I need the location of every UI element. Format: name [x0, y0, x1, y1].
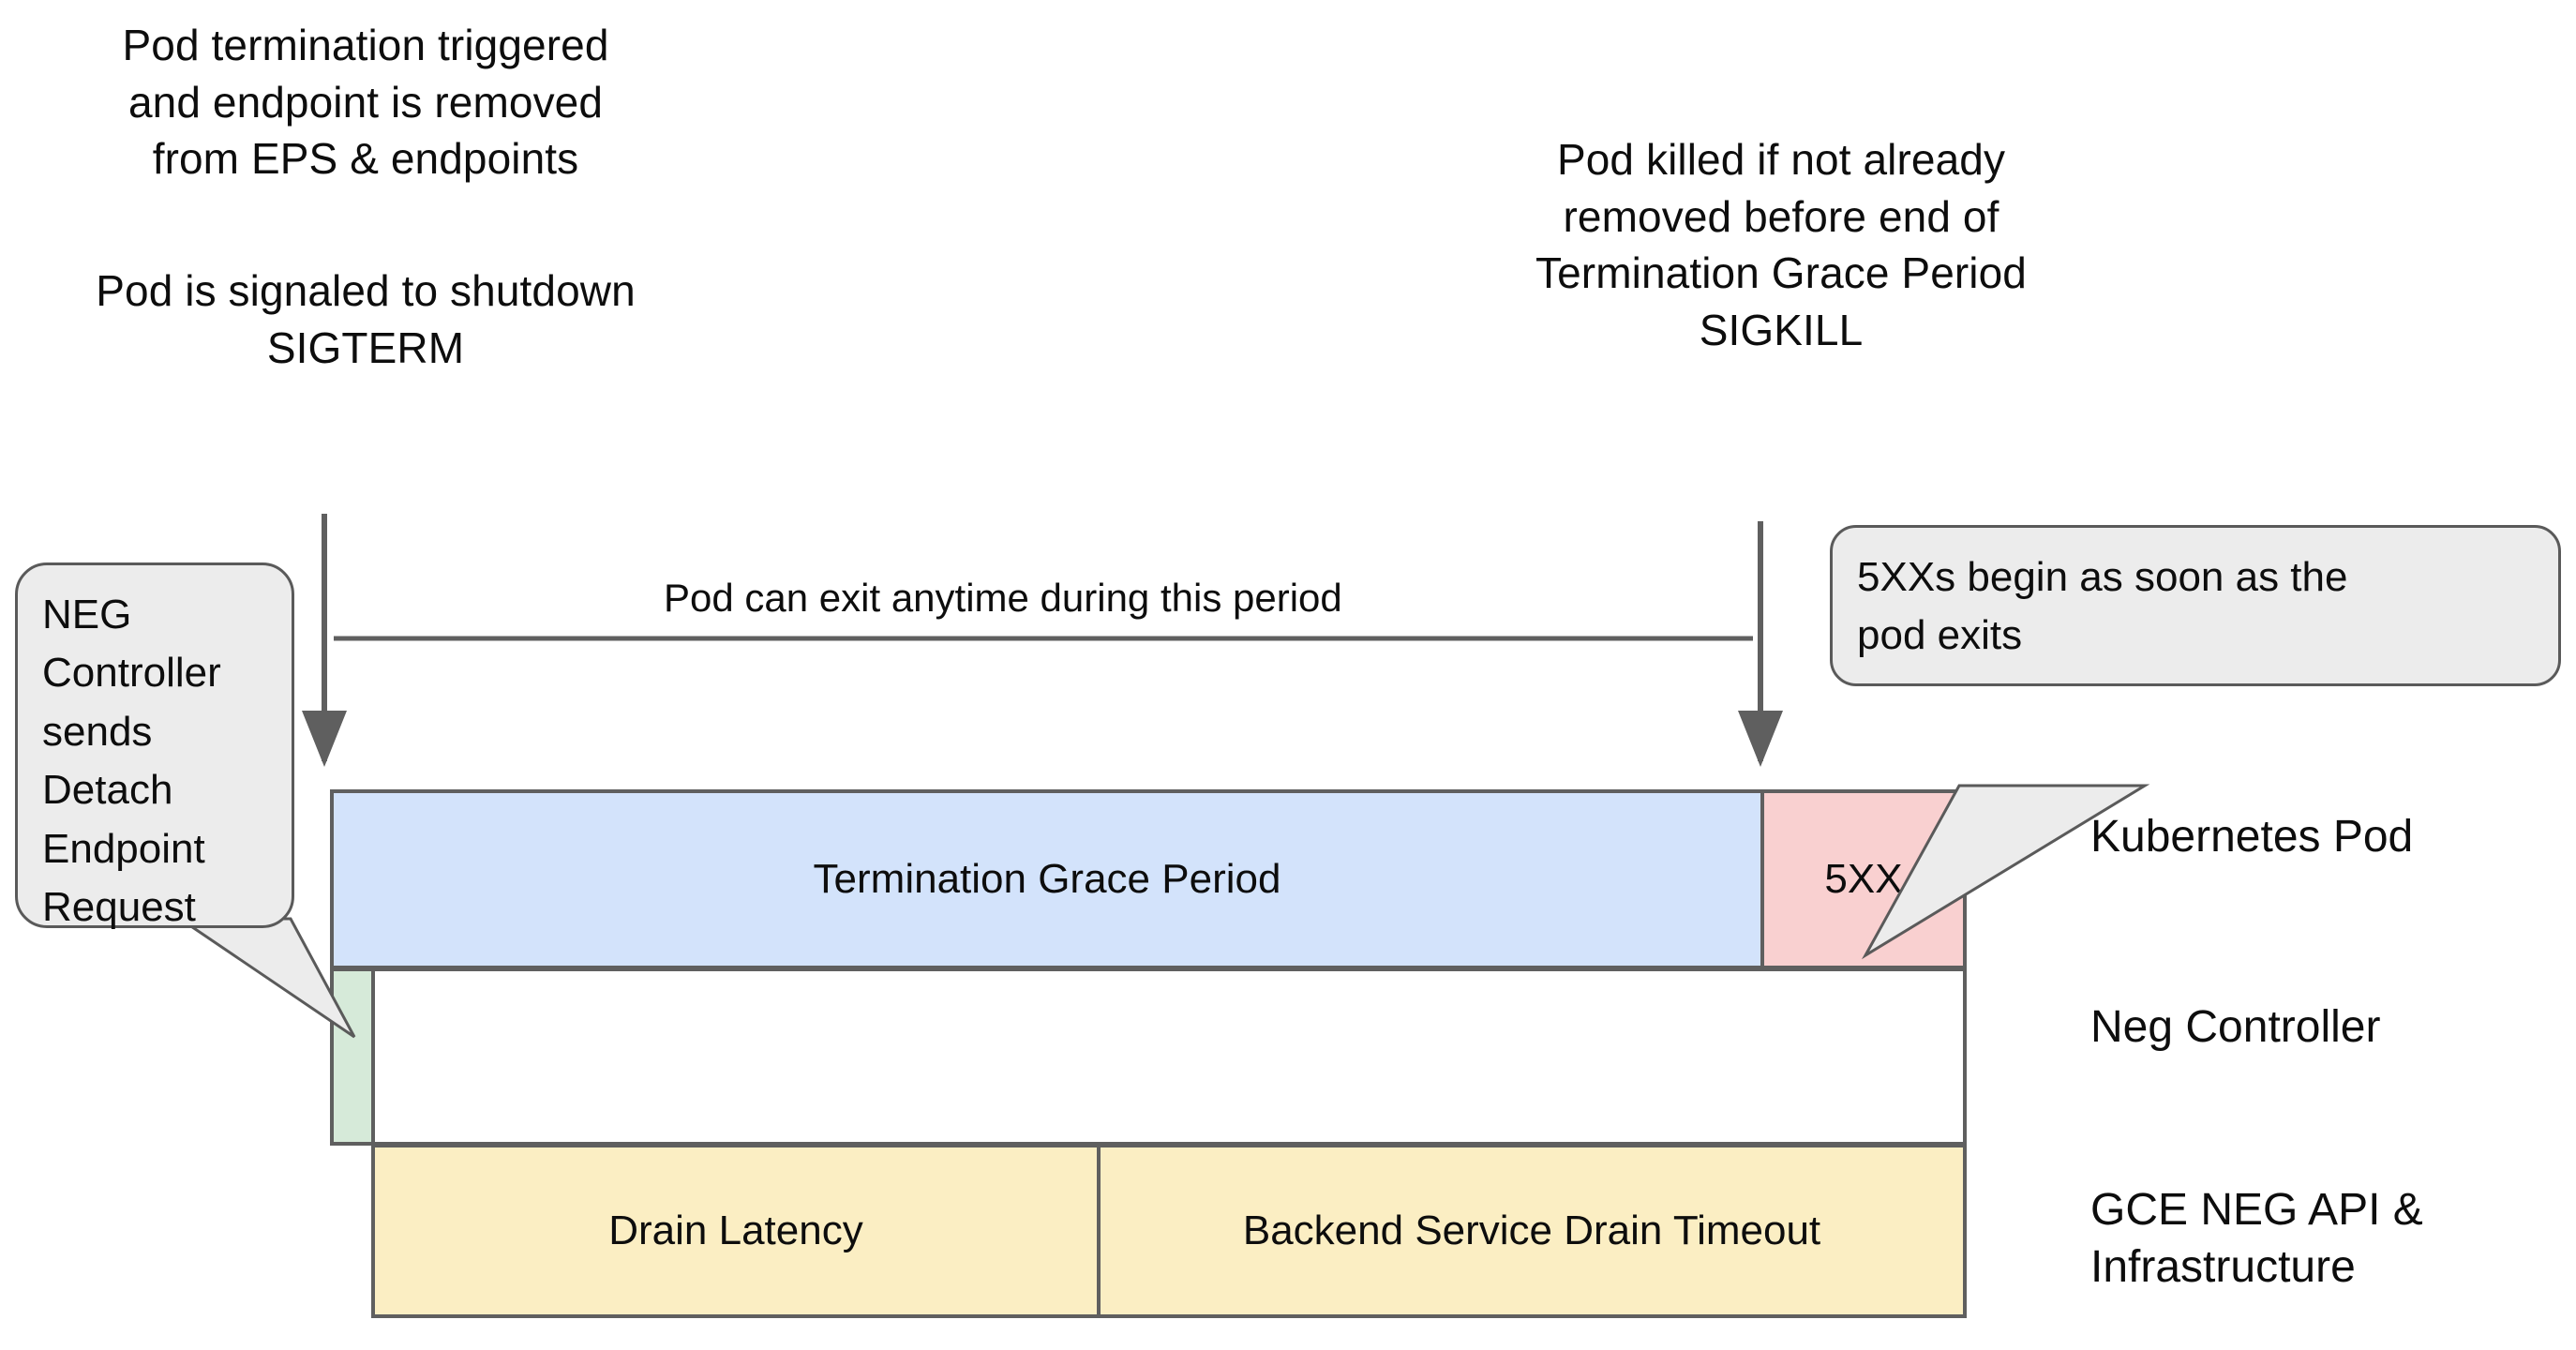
- callout-tail-neg-controller: [175, 917, 356, 1039]
- bar-termination-grace-period: Termination Grace Period: [330, 789, 1764, 969]
- note-pod-signaled-shutdown: Pod is signaled to shutdown SIGTERM: [96, 266, 636, 372]
- bar-5xx: 5XX: [1760, 789, 1967, 969]
- bar-backend-service-drain-timeout-label: Backend Service Drain Timeout: [1242, 1208, 1821, 1253]
- callout-neg-controller: NEG Controller sends Detach Endpoint Req…: [15, 562, 294, 930]
- note-pod-killed-sigkill: Pod killed if not already removed before…: [1535, 135, 2027, 355]
- row-label-gce-neg-api: GCE NEG API & Infrastructure: [2090, 1185, 2423, 1293]
- bar-5xx-label: 5XX: [1824, 856, 1903, 902]
- bar-termination-grace-period-label: Termination Grace Period: [813, 856, 1281, 902]
- row-label-neg-controller: Neg Controller: [2090, 1002, 2381, 1052]
- bar-backend-service-drain-timeout: Backend Service Drain Timeout: [1097, 1144, 1967, 1318]
- callout-5xx-begin: 5XXs begin as soon as the pod exits: [1830, 525, 2561, 686]
- row-label-kubernetes-pod: Kubernetes Pod: [2090, 812, 2414, 862]
- bar-drain-latency: Drain Latency: [371, 1144, 1101, 1318]
- bar-neg-controller-detach: [330, 968, 375, 1146]
- span-label-pod-can-exit: Pod can exit anytime during this period: [664, 576, 1342, 620]
- bar-neg-controller-row: [371, 968, 1967, 1146]
- bar-drain-latency-label: Drain Latency: [608, 1208, 863, 1253]
- note-pod-termination-triggered: Pod termination triggered and endpoint i…: [122, 21, 609, 184]
